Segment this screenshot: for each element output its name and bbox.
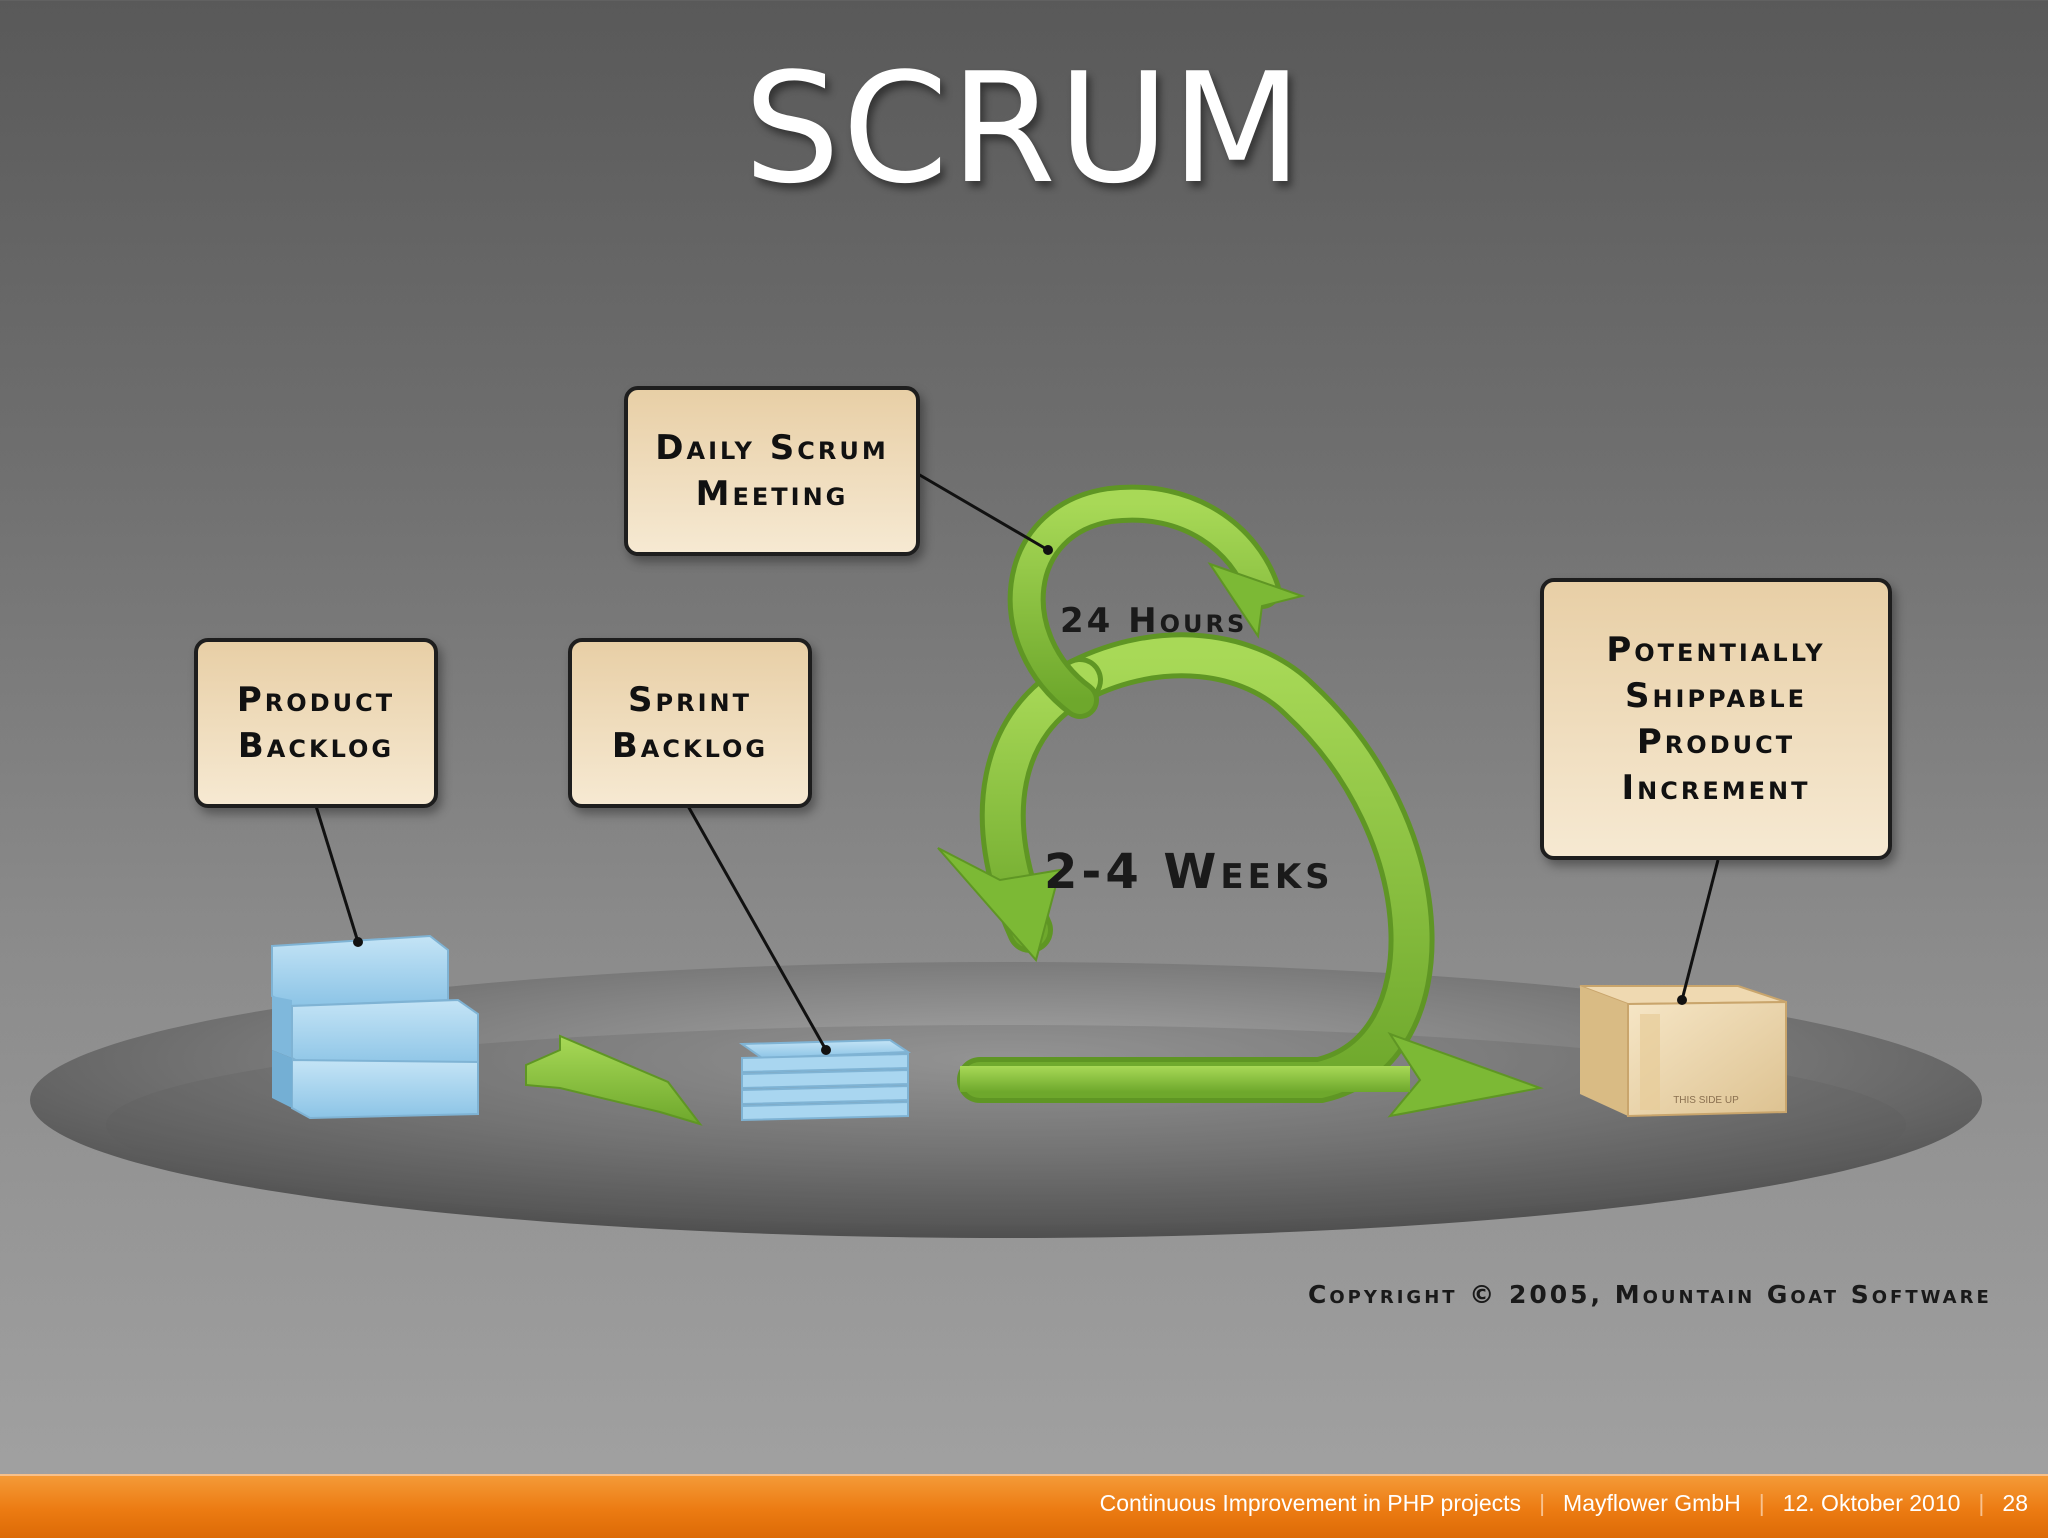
copyright-notice: Copyright © 2005, Mountain Goat Software [1308,1280,1992,1309]
product-backlog-line-1: Product [236,680,396,720]
sprint-backlog-line-2: Backlog [611,726,769,766]
connector-daily-scrum [917,472,1049,552]
footer-presentation: Continuous Improvement in PHP projects [1099,1490,1522,1516]
footer-page-number: 28 [2002,1490,2028,1516]
weeks-label: 2-4 Weeks [1044,844,1334,900]
sprint-backlog-line-1: Sprint [628,680,752,720]
connector-sprint-backlog [686,805,828,1051]
increment-line-3: Product [1636,722,1796,762]
footer-company: Mayflower GmbH [1563,1490,1741,1516]
product-backlog-line-2: Backlog [237,726,395,766]
backlog-arrow [525,1034,703,1126]
footer-date: 12. Oktober 2010 [1782,1490,1961,1516]
daily-scrum-box: Daily Scrum Meeting [624,386,920,556]
footer-separator: | [1978,1490,1985,1516]
increment-line-1: Potentially [1606,630,1826,670]
product-backlog-box: Product Backlog [194,638,438,808]
slide-title: SCRUM [743,40,1305,217]
product-backlog-blocks [271,934,479,1120]
footer-bar: Continuous Improvement in PHP projects | M… [0,1474,2048,1538]
increment-box: THIS SIDE UP [1579,985,1787,1118]
footer-separator: | [1758,1490,1765,1516]
increment-line-4: Increment [1621,768,1811,808]
hours-label: 24 Hours [1060,601,1247,641]
daily-scrum-line-2: Meeting [695,474,849,514]
connector-increment [1680,859,1720,1001]
increment-line-2: Shippable [1624,676,1808,716]
connector-product-backlog [314,805,360,943]
output-arrowhead [1387,1032,1544,1118]
increment-box-label: Potentially Shippable Product Increment [1540,578,1892,860]
daily-scrum-line-1: Daily Scrum [655,428,889,468]
footer-text: Continuous Improvement in PHP projects | M… [1100,1490,2028,1517]
sprint-backlog-box: Sprint Backlog [568,638,812,808]
daily-loop-arrowhead [1207,562,1306,639]
footer-separator: | [1539,1490,1546,1516]
sprint-loop-arrowhead [937,847,1062,963]
sprint-backlog-stack [738,1038,912,1122]
box-print-label: THIS SIDE UP [1673,1095,1739,1106]
